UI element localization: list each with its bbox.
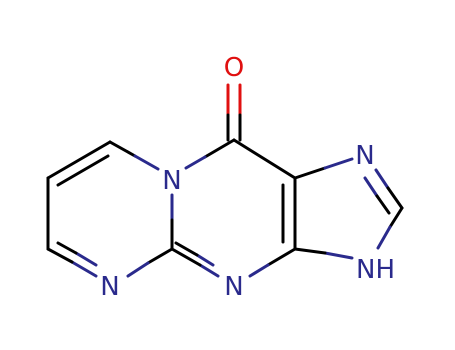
atom-nitrogen-pyrimidine: N xyxy=(100,272,119,302)
bond-fused-to-n-imidazole xyxy=(293,157,354,180)
bond-pyrimidine-n-ch xyxy=(46,241,98,278)
bond-c-pyrimidine-n xyxy=(126,247,174,278)
bond-nh-fused xyxy=(293,247,354,260)
bond-central-n-c xyxy=(170,241,220,278)
atom-nitrogen-hydrogen: NH xyxy=(356,255,395,285)
atom-nitrogen-imidazole: N xyxy=(355,141,374,171)
atom-nitrogen-central: N xyxy=(224,272,243,302)
bond-left-top-double xyxy=(46,140,112,187)
bond-carbonyl xyxy=(226,83,242,142)
bond-n-imidazole-ch xyxy=(363,168,404,215)
bond-carbonyl-to-fused-c xyxy=(232,138,297,180)
bond-fused-central-n xyxy=(248,247,297,278)
atom-oxygen: O xyxy=(224,53,244,83)
bond-fused-double xyxy=(281,176,297,251)
bond-top-ch-bridge-n xyxy=(108,140,160,171)
bond-carbonyl-to-bridge-n xyxy=(184,138,236,170)
bond-ch-nh xyxy=(376,206,404,250)
atom-nitrogen-bridge: N xyxy=(162,166,181,196)
